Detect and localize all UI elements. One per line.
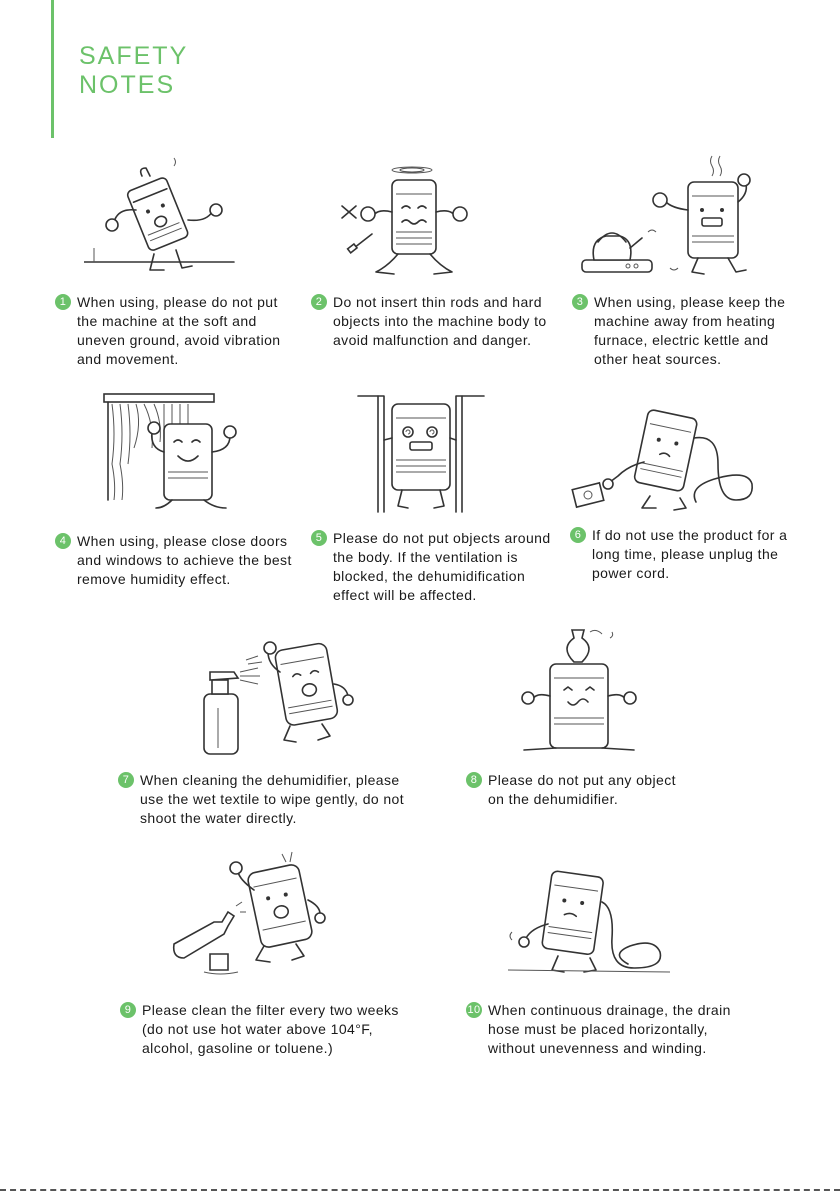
note-text: Please do not put objects around the bod… bbox=[333, 530, 551, 603]
note-text: When using, please close doors and windo… bbox=[77, 533, 292, 587]
page-bottom-dashed-rule bbox=[0, 1189, 840, 1191]
note-text: If do not use the product for a long tim… bbox=[592, 527, 788, 581]
safety-note-5: 5 Please do not put objects around the b… bbox=[311, 529, 551, 605]
illustration-unit-with-hose bbox=[504, 868, 674, 980]
note-number-badge: 1 bbox=[55, 294, 71, 310]
safety-note-2: 2 Do not insert thin rods and hard objec… bbox=[311, 293, 547, 350]
illustration-unit-unplugging bbox=[568, 404, 756, 514]
note-text: Please do not put any object on the dehu… bbox=[488, 772, 676, 807]
title-line-2: NOTES bbox=[79, 71, 176, 99]
safety-note-4: 4 When using, please close doors and win… bbox=[55, 532, 292, 589]
accent-bar bbox=[51, 0, 54, 138]
illustration-unit-with-vase bbox=[516, 626, 646, 754]
note-number-badge: 9 bbox=[120, 1002, 136, 1018]
safety-note-10: 10 When continuous drainage, the drain h… bbox=[466, 1001, 731, 1058]
safety-note-8: 8 Please do not put any object on the de… bbox=[466, 771, 676, 809]
safety-note-7: 7 When cleaning the dehumidifier, please… bbox=[118, 771, 404, 828]
illustration-unit-near-kettle bbox=[580, 152, 756, 280]
page-title: SAFETY NOTES bbox=[79, 42, 188, 100]
note-number-badge: 2 bbox=[311, 294, 327, 310]
note-text: When using, please do not put the machin… bbox=[77, 294, 281, 367]
safety-note-1: 1 When using, please do not put the mach… bbox=[55, 293, 280, 369]
note-text: Please clean the filter every two weeks … bbox=[142, 1002, 399, 1056]
note-number-badge: 7 bbox=[118, 772, 134, 788]
illustration-unit-by-window bbox=[102, 392, 242, 512]
title-line-1: SAFETY bbox=[79, 42, 189, 70]
note-text: When continuous drainage, the drain hose… bbox=[488, 1002, 731, 1056]
note-number-badge: 8 bbox=[466, 772, 482, 788]
note-number-badge: 4 bbox=[55, 533, 71, 549]
illustration-unit-with-bottle bbox=[170, 850, 340, 978]
illustration-unit-screwdriver bbox=[336, 162, 486, 278]
safety-note-3: 3 When using, please keep the machine aw… bbox=[572, 293, 785, 369]
note-number-badge: 3 bbox=[572, 294, 588, 310]
illustration-unit-sprayed bbox=[198, 632, 358, 758]
note-number-badge: 5 bbox=[311, 530, 327, 546]
illustration-unit-between-walls bbox=[356, 394, 486, 514]
note-text: When using, please keep the machine away… bbox=[594, 294, 786, 367]
note-number-badge: 6 bbox=[570, 527, 586, 543]
safety-note-9: 9 Please clean the filter every two week… bbox=[120, 1001, 399, 1058]
note-text: Do not insert thin rods and hard objects… bbox=[333, 294, 547, 348]
note-text: When cleaning the dehumidifier, please u… bbox=[140, 772, 405, 826]
safety-note-6: 6 If do not use the product for a long t… bbox=[570, 526, 787, 583]
illustration-unit-falling bbox=[84, 150, 236, 278]
note-number-badge: 10 bbox=[466, 1002, 482, 1018]
